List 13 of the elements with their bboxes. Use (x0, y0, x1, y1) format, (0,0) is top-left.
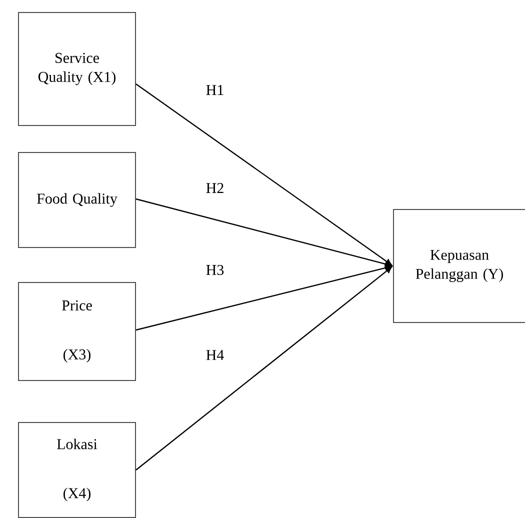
variable-box: Food Quality (18, 152, 136, 248)
edge-label: H3 (204, 264, 226, 276)
variable-box: Lokasi (X4) (18, 422, 136, 518)
edge-label: H1 (204, 84, 226, 96)
arrow (136, 266, 392, 470)
arrow (136, 198, 392, 268)
arrow (136, 264, 392, 331)
arrow (136, 84, 392, 266)
variable-box: Kepuasan Pelanggan (Y) (393, 208, 525, 323)
variable-box: Service Quality (X1) (18, 12, 136, 126)
edge-label: H4 (204, 349, 226, 361)
edge-label: H2 (204, 182, 226, 194)
variable-box: Price (X3) (18, 282, 136, 381)
